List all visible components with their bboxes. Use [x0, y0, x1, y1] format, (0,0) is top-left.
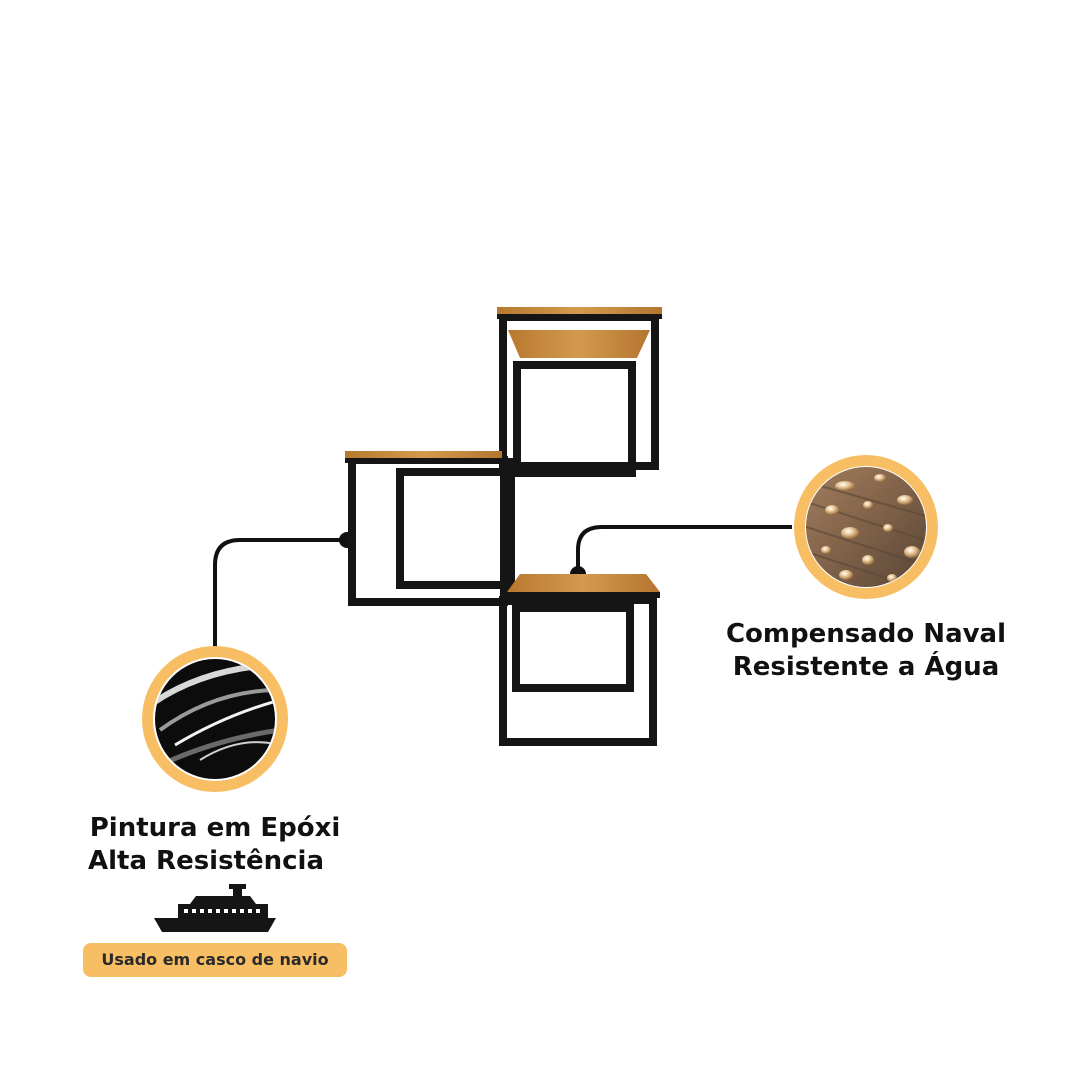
- glossy-epoxy-icon: [142, 646, 288, 792]
- feature-right-line2: Resistente a Água: [732, 652, 1000, 682]
- shelf-frame: [348, 313, 659, 746]
- feature-label-marine-plywood: Compensado Naval Resistente a Água: [700, 618, 1032, 684]
- ship-hull-badge: Usado em casco de navio: [83, 943, 347, 977]
- feature-left-line1: Pintura em Epóxi: [89, 813, 341, 843]
- feature-left-line2: Alta Resistência: [87, 846, 325, 876]
- shelf-boards: [345, 307, 662, 598]
- feature-right-line1: Compensado Naval: [725, 619, 1007, 649]
- connector-line-right: [576, 525, 792, 574]
- ship-windows: [184, 909, 260, 913]
- feature-label-epoxy-paint: Pintura em Epóxi Alta Resistência: [60, 812, 370, 878]
- ship-icon: [154, 884, 276, 932]
- water-drops-wood-icon: [794, 455, 938, 599]
- connector-line-left: [213, 538, 347, 648]
